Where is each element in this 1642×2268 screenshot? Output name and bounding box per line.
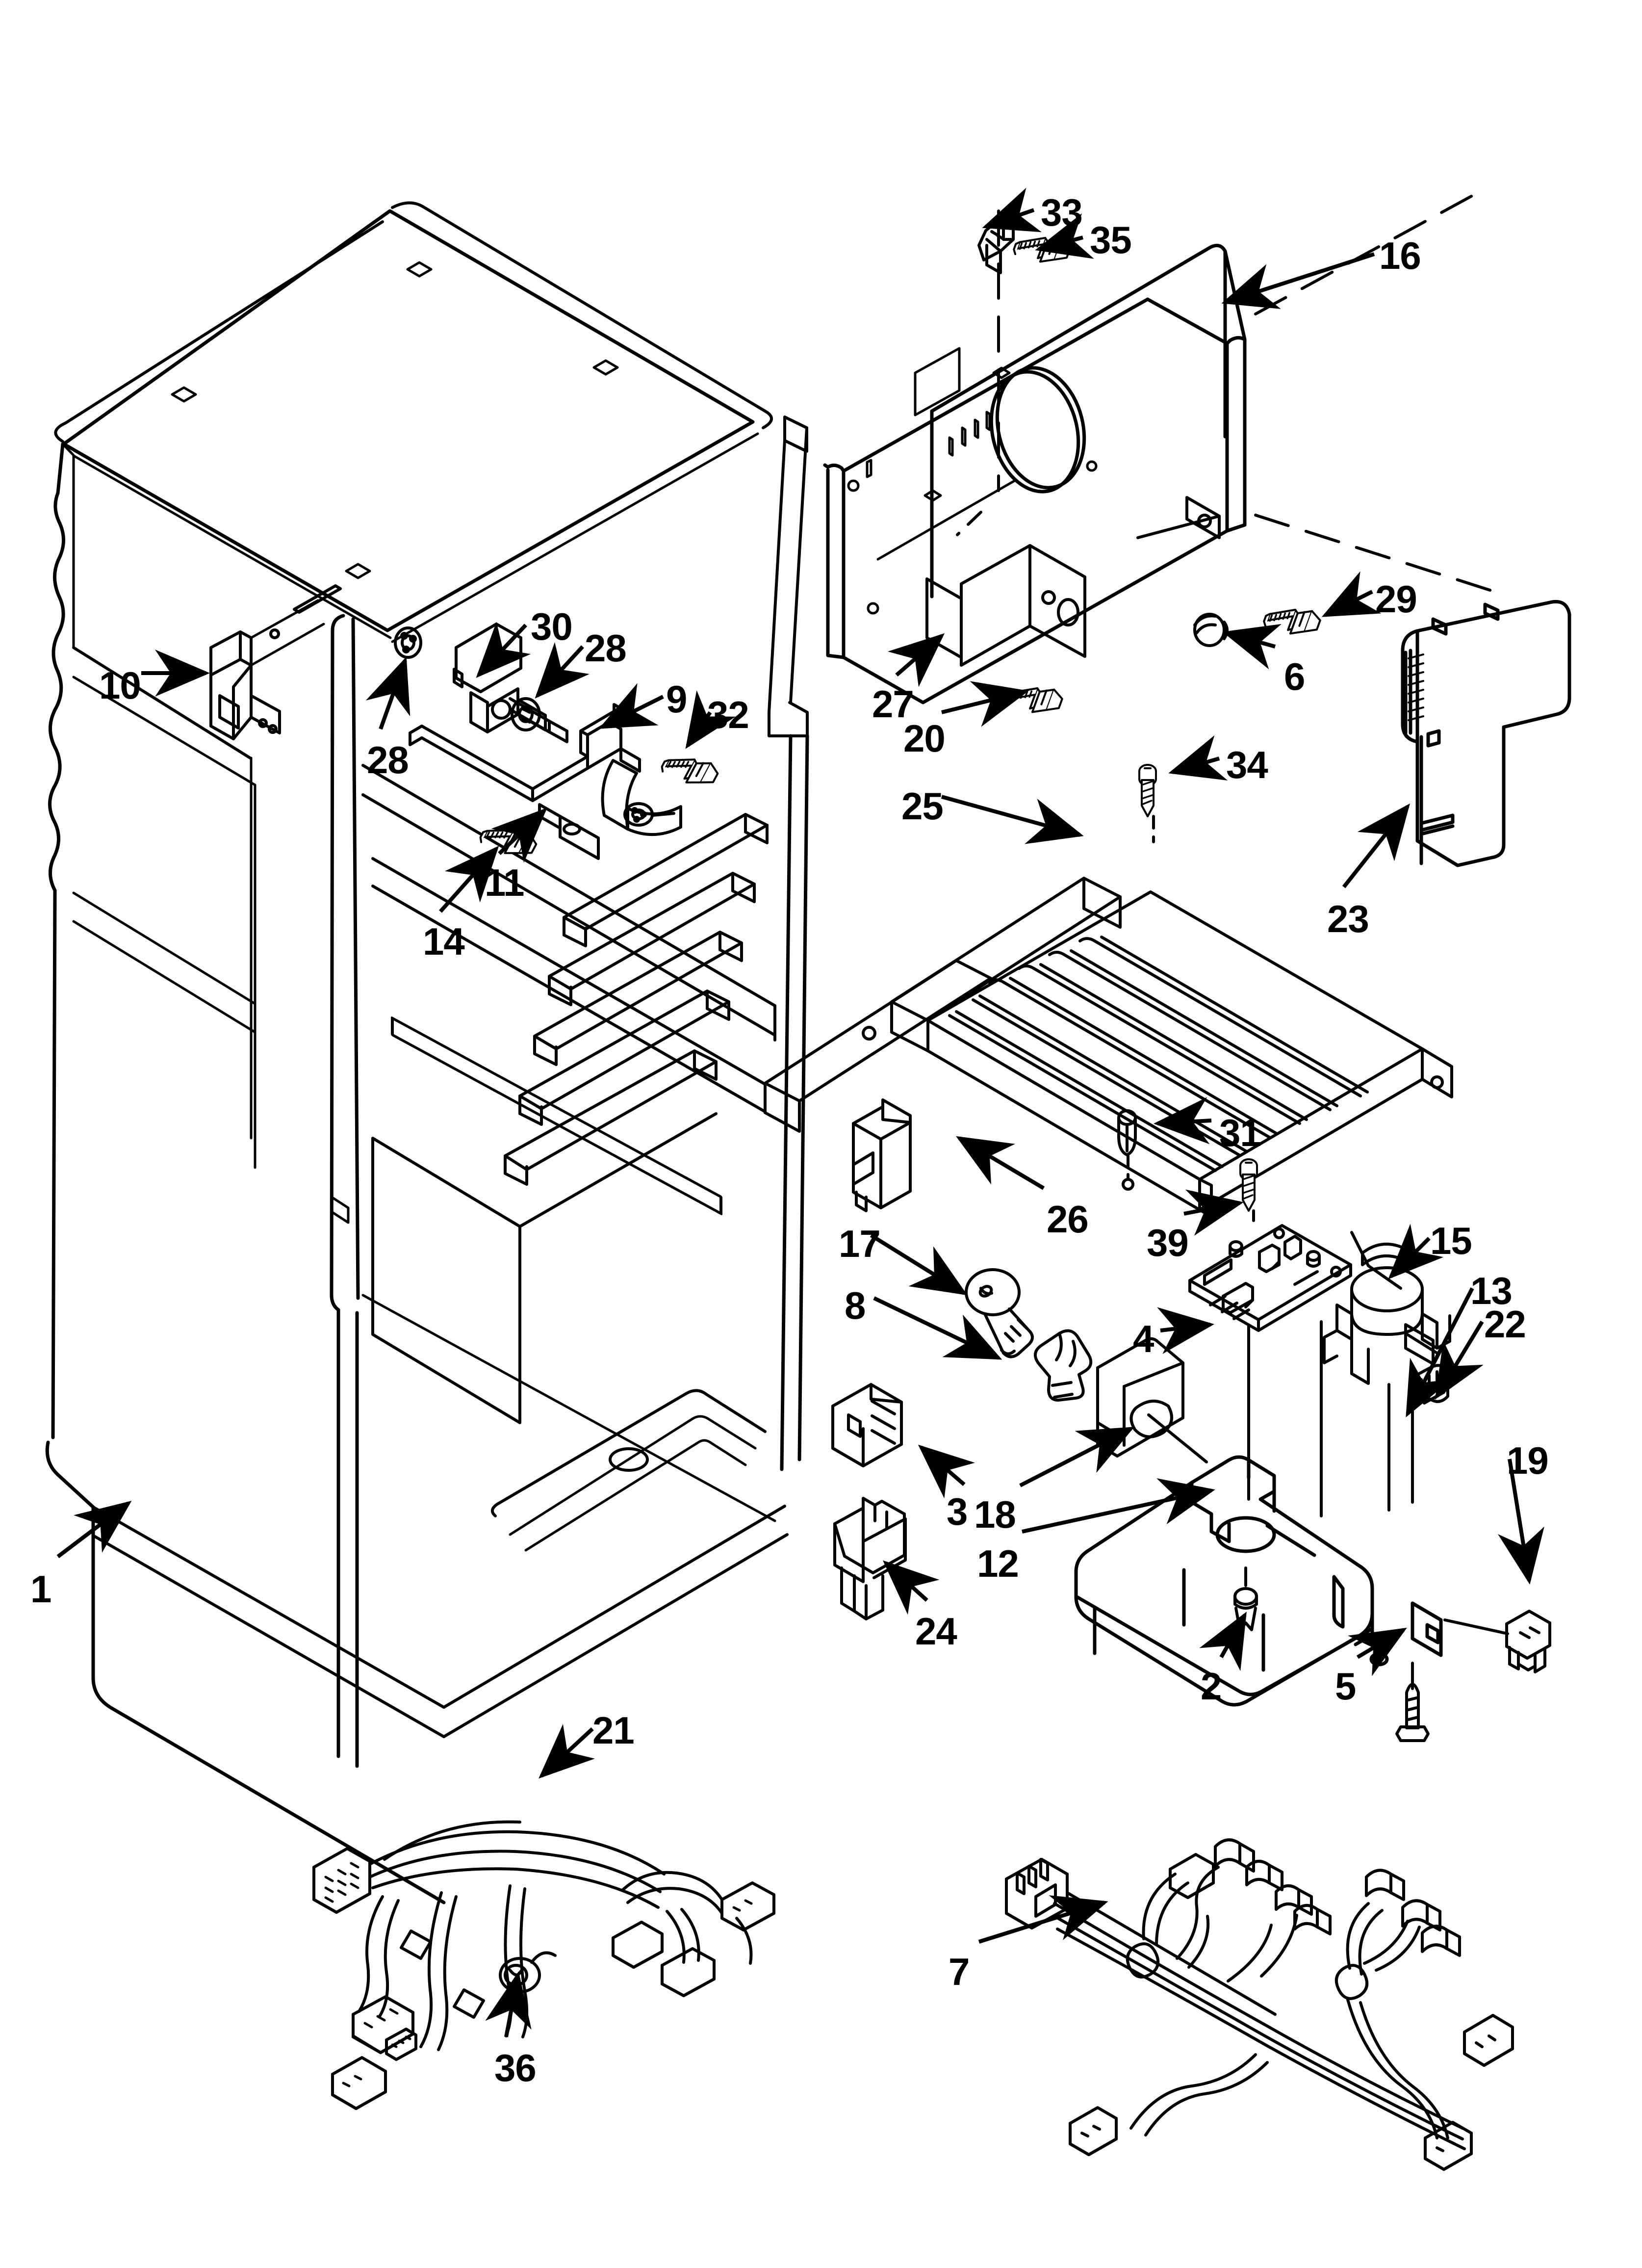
callout-leader-base-grille [941,795,1084,844]
callout-number-ballast-box: 26 [1047,1198,1089,1241]
callout-number-wire-clip: 15 [1430,1219,1472,1262]
callout-leader-harness-grommet [485,1971,532,2037]
callout-leader-terminal-connector [1498,1459,1544,1585]
callout-leader-right-side-trim [1342,803,1410,888]
callout-number-board-mount-screw: 39 [1147,1221,1189,1264]
callout-number-fan-motor-grommet: 28 [367,738,409,782]
callout-number-rear-panel-screw: 29 [1375,577,1417,621]
callout-leader-rear-panel [1221,252,1375,309]
callout-number-wire-harness-upper: 21 [592,1709,635,1752]
callout-number-evaporator-cover-mount: 12 [977,1542,1019,1585]
callout-number-hinge-bracket: 10 [99,664,141,707]
callout-leader-grille-push-pin [1154,1097,1212,1145]
callout-number-base-grille: 25 [901,784,944,828]
callout-leader-relay-block [883,1560,940,1615]
callout-leader-access-cover [888,633,945,687]
callout-leader-lamp-socket [873,1296,1002,1360]
callout-number-fan-motor-grommet-2: 28 [585,626,627,670]
callout-number-ground-screw: 35 [1090,218,1132,261]
callout-leader-cabinet-liner [56,1501,132,1559]
callout-leader-hex-head-screw [1348,1627,1407,1676]
callout-leader-fan-motor-grommet [365,656,410,730]
callout-number-defrost-thermostat-clip: 13 [1470,1269,1513,1312]
callout-leader-light-shield [1019,1427,1135,1487]
callout-leader-evaporator-cover-mount [1022,1478,1215,1534]
callout-number-rear-panel: 16 [1379,234,1421,277]
callout-leader-light-bulb [870,1233,968,1296]
callout-number-lamp-socket: 8 [845,1284,866,1327]
callout-leader-evaporator-fan-motor [476,622,531,678]
callout-leader-wire-clip [1388,1224,1444,1279]
callout-leader-board-mount-screw [1183,1189,1244,1236]
callout-leader-bracket-screw [685,690,736,749]
callout-leader-panel-screw [941,681,1029,727]
callout-number-grille-screw: 34 [1226,743,1268,786]
callout-number-evaporator-fan-motor: 30 [531,605,573,648]
callout-number-right-side-trim: 23 [1327,897,1369,940]
callout-number-fan-mount-screw: 14 [423,920,465,963]
callout-number-terminal-connector: 19 [1507,1439,1549,1482]
callout-number-ground-clip: 33 [1041,191,1083,234]
callout-number-harness-grommet: 36 [494,2046,537,2089]
callout-leader-rear-panel-screw [1321,571,1382,617]
callout-number-fan-blade: 11 [485,861,524,904]
callout-leader-grille-screw [1168,735,1228,781]
callout-number-spade-terminal: 22 [1484,1303,1526,1346]
callout-number-terminal-block: 3 [947,1490,968,1533]
callout-number-relay-block: 24 [915,1610,957,1653]
callout-leader-wire-harness-upper [539,1724,595,1779]
callout-leader-plug-button [1222,624,1282,670]
callout-leader-fan-mount-screw [439,846,499,913]
callout-number-wire-harness-lower: 7 [949,1950,970,1993]
callout-number-bracket-screw: 32 [707,693,749,736]
callout-leader-terminal-block [918,1444,975,1499]
callout-leader-ground-clip [982,187,1042,233]
callout-leader-fan-bracket [598,683,664,729]
callout-number-light-bulb: 17 [839,1222,881,1265]
callout-leader-ballast-box [956,1136,1045,1190]
callout-number-plug-button: 6 [1284,655,1305,698]
callout-leader-spade-terminal [1435,1320,1484,1400]
callout-number-push-in-clip: 2 [1201,1665,1222,1708]
callout-number-cabinet-liner: 1 [30,1567,51,1611]
callout-number-fan-bracket: 9 [666,678,687,721]
callout-number-panel-screw: 20 [903,717,946,760]
callout-leader-fan-blade [491,808,547,863]
callout-number-hex-head-screw: 5 [1335,1665,1356,1708]
callout-number-access-cover: 27 [872,682,914,726]
callout-leader-ground-screw [1035,213,1094,259]
callout-number-light-shield: 18 [974,1493,1016,1536]
callout-leader-fan-motor-grommet-2 [535,642,590,699]
callout-leader-wire-harness-lower [978,1895,1108,1944]
callout-number-control-board: 4 [1133,1317,1154,1360]
callout-leader-control-board [1157,1307,1214,1354]
callout-leader-push-in-clip [1199,1612,1247,1671]
callout-number-grille-push-pin: 31 [1219,1111,1261,1154]
